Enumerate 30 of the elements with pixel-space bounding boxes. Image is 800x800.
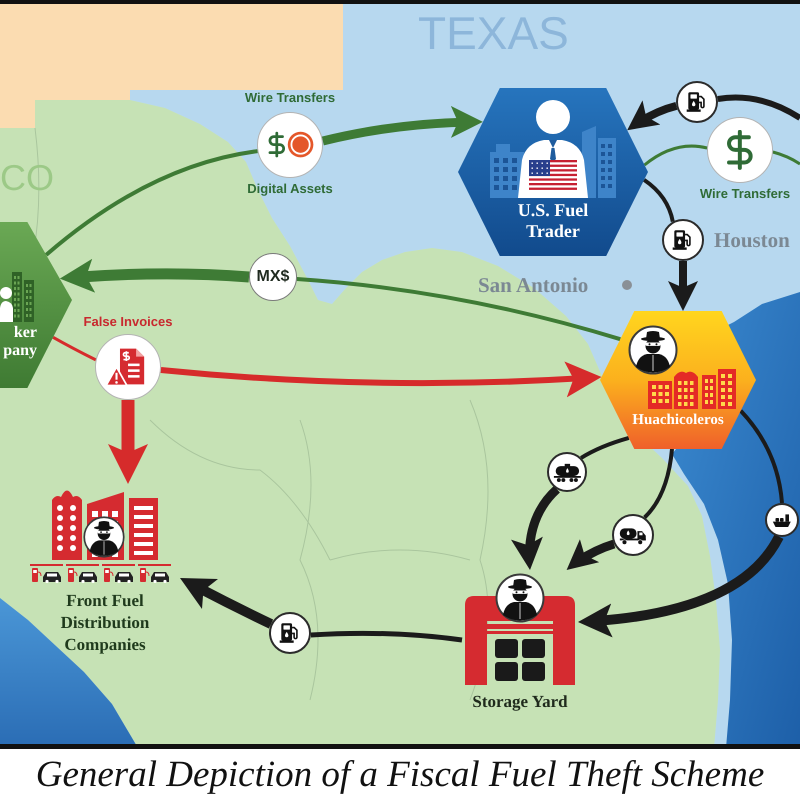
connector-line	[52, 336, 96, 362]
arrow	[322, 106, 483, 146]
connector-line	[644, 144, 708, 166]
connector-line	[772, 150, 800, 166]
connector-line	[296, 277, 621, 342]
connector-line	[739, 409, 784, 504]
node-label: U.S. Fuel Trader	[516, 200, 590, 242]
flow-caption: False Invoices	[84, 314, 172, 330]
caption: General Depiction of a Fiscal Fuel Theft Scheme	[36, 753, 764, 797]
connector-line	[642, 178, 675, 222]
map-label: Houston	[714, 229, 790, 252]
node-label: ker pany	[2, 324, 37, 360]
arrow	[578, 534, 784, 637]
arrow	[108, 400, 148, 484]
connector-line	[310, 630, 462, 642]
node-label: Storage Yard	[472, 692, 568, 712]
connector-line	[717, 94, 800, 121]
connector-line	[44, 149, 258, 256]
map-label: San Antonio	[478, 274, 588, 298]
arrow	[160, 361, 602, 398]
flow-caption: Wire Transfers	[700, 186, 790, 202]
arrow	[512, 486, 560, 570]
connector-line	[580, 436, 630, 460]
arrow	[59, 258, 250, 293]
node-label: Huachicoleros	[632, 411, 724, 429]
connector-line	[643, 448, 674, 519]
arrow	[668, 261, 698, 311]
flow-caption: Wire Transfers	[244, 90, 336, 106]
flow-caption: Digital Assets	[247, 181, 333, 197]
node-label: Front Fuel Distribution Companies	[60, 590, 150, 656]
